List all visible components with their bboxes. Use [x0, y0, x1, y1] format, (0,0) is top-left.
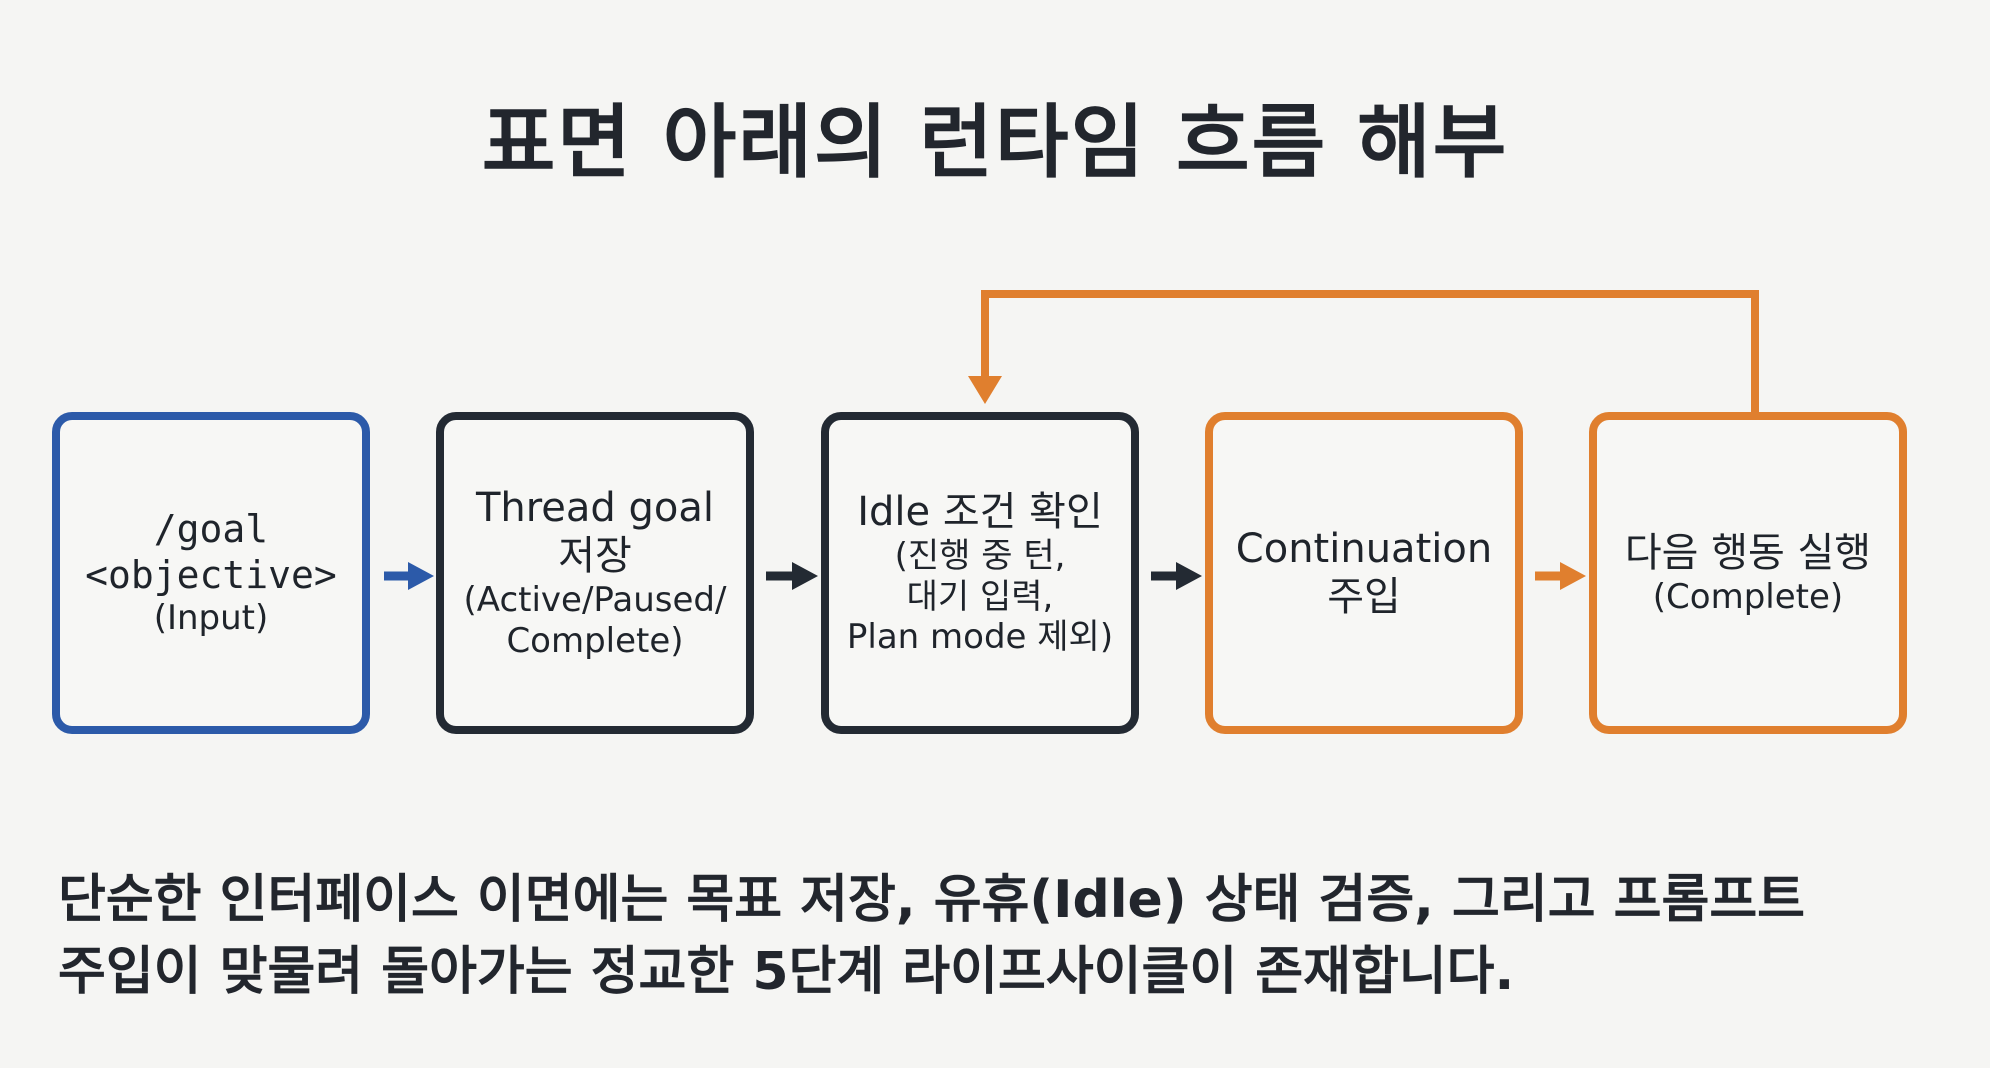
step-4-line-2: 주입 — [1327, 574, 1401, 620]
step-3-idle-check: Idle 조건 확인 (진행 중 턴, 대기 입력, Plan mode 제외) — [821, 412, 1139, 734]
step-2-thread-goal-store: Thread goal 저장 (Active/Paused/ Complete) — [436, 412, 754, 734]
step-3-sub-2: 대기 입력, — [906, 576, 1054, 617]
step-5-sub-1: (Complete) — [1652, 576, 1844, 617]
arrow-4-5-head — [1560, 562, 1586, 590]
step-4-line-1: Continuation — [1235, 526, 1493, 572]
arrow-1-2-head — [408, 562, 434, 590]
step-2-sub-2: Complete) — [506, 621, 684, 661]
step-1-goal-input: /goal <objective> (Input) — [52, 412, 370, 734]
feedback-loop-arrow — [981, 290, 1759, 412]
step-1-sub-1: (Input) — [153, 598, 269, 639]
diagram-title: 표면 아래의 런타임 흐름 해부 — [481, 96, 1509, 189]
arrow-3-4-head — [1176, 562, 1202, 590]
step-1-line-1: /goal — [153, 507, 269, 551]
step-2-sub-1: (Active/Paused/ — [463, 580, 727, 621]
step-2-line-2: 저장 — [558, 533, 632, 580]
caption-line-1: 단순한 인터페이스 이면에는 목표 저장, 유휴(Idle) 상태 검증, 그리… — [58, 870, 1805, 930]
caption-line-2: 주입이 맞물려 돌아가는 정교한 5단계 라이프사이클이 존재합니다. — [58, 941, 1515, 1002]
step-3-sub-1: (진행 중 턴, — [894, 535, 1066, 576]
step-3-line-1: Idle 조건 확인 — [857, 488, 1103, 535]
feedback-loop-arrowhead — [968, 376, 1002, 404]
step-4-continuation-inject: Continuation 주입 — [1205, 412, 1523, 734]
step-3-sub-3: Plan mode 제외) — [846, 617, 1114, 658]
caption: 단순한 인터페이스 이면에는 목표 저장, 유휴(Idle) 상태 검증, 그리… — [58, 865, 1938, 1009]
arrow-2-3-head — [792, 562, 818, 590]
step-5-next-action: 다음 행동 실행 (Complete) — [1589, 412, 1907, 734]
step-5-line-1: 다음 행동 실행 — [1624, 529, 1872, 576]
step-1-line-2: <objective> — [85, 552, 337, 597]
step-2-line-1: Thread goal — [475, 485, 715, 532]
